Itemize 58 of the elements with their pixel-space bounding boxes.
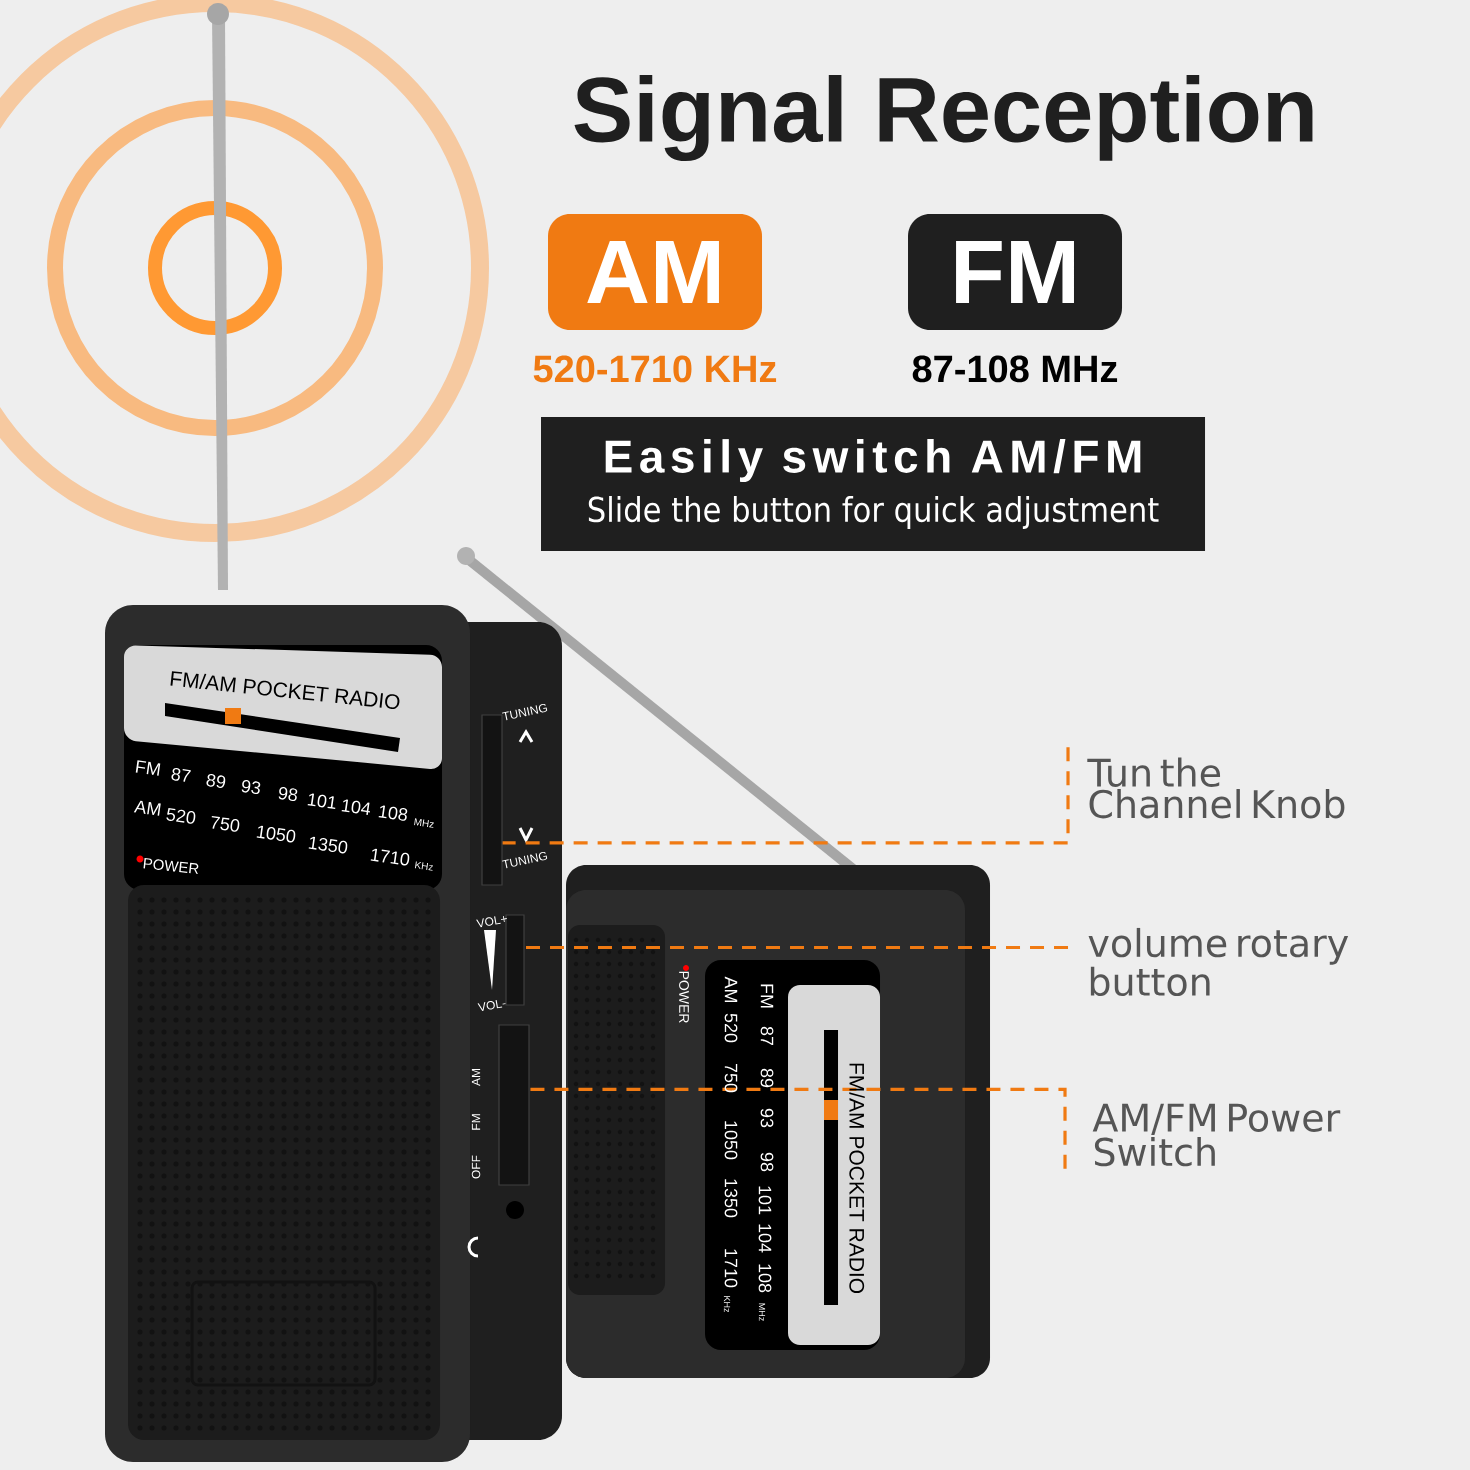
dial-label: 89 [206, 773, 226, 789]
dial-label: 98 [278, 786, 298, 802]
dial-label: 93 [241, 779, 261, 795]
dial-label: OFF [471, 1155, 481, 1179]
range-label: 87-108 MHz [912, 355, 1118, 383]
dial-label: 1050 [724, 1121, 738, 1160]
dial-label: 87 [171, 767, 191, 782]
dial-label: FM [471, 1114, 481, 1130]
band-badge: AM [548, 214, 762, 330]
callout-text: Tun the Channel Knob [1087, 757, 1345, 819]
knob [498, 1024, 530, 1186]
dial-label: MHz [414, 818, 434, 828]
dial-label: 1710 [370, 848, 410, 866]
leader-line [502, 747, 1070, 845]
dial-label: TUNING [501, 703, 548, 721]
dial-label: 1350 [308, 836, 348, 854]
dial-label: 520 [166, 808, 196, 824]
dial-label: AM [724, 976, 738, 1003]
radio-name-text: FM/AM POCKET RADIO [170, 671, 400, 709]
knob [481, 714, 503, 886]
range-label: 520-1710 KHz [533, 355, 777, 383]
dial-label: FM [135, 760, 161, 776]
dial-label: 101 [307, 793, 336, 810]
dial-label: 520 [724, 1013, 738, 1043]
leader-line [524, 945, 1068, 950]
dial-label: 108 [758, 1264, 772, 1293]
dial-label: POWER [679, 971, 689, 1023]
dial-label: VOL+ [476, 916, 507, 928]
dial-label: 1350 [724, 1179, 738, 1218]
knob [505, 914, 525, 1006]
band-badge: FM [908, 214, 1122, 330]
banner: Easily switch AM/FM Slide the button for quick adjustment [541, 417, 1205, 551]
title: Signal Reception [574, 74, 1313, 162]
callout-text: AM/FM Power Switch [1092, 1103, 1341, 1167]
dial-label: 104 [341, 799, 371, 815]
dial-label: 1050 [256, 825, 296, 843]
dial-label: 93 [760, 1108, 774, 1128]
dial-label: 98 [760, 1152, 774, 1172]
callout-text: volume rotary button [1088, 927, 1349, 997]
dial-label: FM [760, 984, 774, 1008]
dial-label: KHz [723, 1296, 731, 1313]
dial-label: 1710 [724, 1249, 738, 1288]
dial-label: 108 [378, 805, 408, 821]
dial-label: 89 [760, 1068, 774, 1088]
leader-line [529, 1087, 1067, 1169]
dial-label: 87 [760, 1026, 774, 1046]
dial-label: POWER [143, 858, 199, 875]
dial-label: MHz [758, 1303, 766, 1321]
dial-label: 104 [758, 1224, 772, 1253]
dial-label: 750 [211, 815, 240, 832]
dial-label: AM [133, 800, 161, 816]
dial-label: 101 [758, 1186, 772, 1215]
dial-label: KHz [415, 861, 434, 871]
dial-label: VOL- [477, 1000, 506, 1011]
dial-label: 750 [724, 1063, 738, 1093]
dial-label: AM [471, 1068, 481, 1086]
radio-name-text: FM/AM POCKET RADIO [849, 1063, 865, 1294]
dial-label: TUNING [501, 851, 548, 869]
